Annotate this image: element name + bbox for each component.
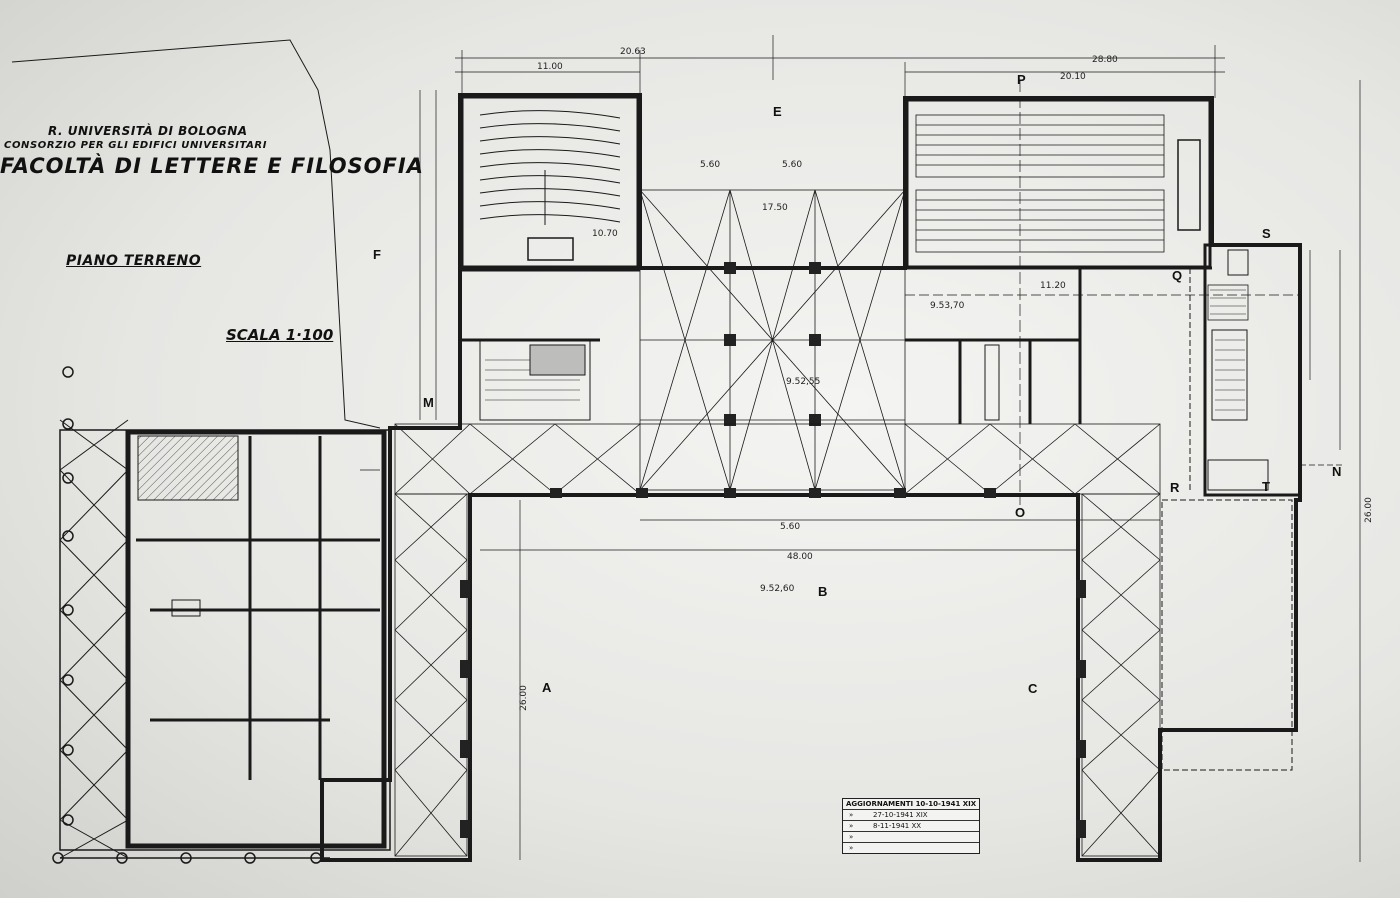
revision-row: »8-11-1941 XX (843, 820, 979, 831)
zone-label-p: P (1017, 72, 1026, 87)
dim-top-right-inner: 20.10 (1060, 72, 1086, 82)
zone-label-b: B (818, 584, 828, 599)
dim-hall: 17.50 (762, 203, 788, 213)
dim-bay-3: 5.60 (780, 522, 801, 532)
revision-row: » (843, 831, 979, 842)
university-title: R. UNIVERSITÀ DI BOLOGNA (48, 124, 248, 138)
revision-row: » (843, 842, 979, 853)
dim-aula-left: 10.70 (592, 229, 618, 239)
front-corridor (394, 423, 1161, 498)
revisions-table: AGGIORNAMENTI 10-10-1941 XIX »27-10-1941… (842, 798, 980, 854)
floor-title: PIANO TERRENO (66, 253, 202, 269)
zone-label-m: M (423, 395, 434, 410)
right-aula (905, 98, 1212, 269)
zone-label-a: A (542, 680, 552, 695)
neighbour-boundary (11, 39, 381, 429)
zone-label-q: Q (1172, 268, 1183, 283)
left-wing (394, 493, 470, 857)
revision-row: »27-10-1941 XIX (843, 809, 979, 820)
zone-label-c: C (1028, 681, 1038, 696)
rooms-left (462, 268, 640, 421)
zone-label-n: N (1332, 464, 1342, 479)
dim-side-right: 26.00 (1363, 497, 1374, 523)
level-mark-1: 9.52,60 (760, 584, 795, 594)
revisions-heading: AGGIORNAMENTI 10-10-1941 XIX (846, 800, 977, 808)
zone-label-f: F (373, 247, 381, 262)
rooms-right (905, 266, 1300, 490)
dim-side-a: 26.00 (518, 685, 529, 711)
dim-top-right: 28.80 (1092, 55, 1118, 65)
consortium-title: CONSORZIO PER GLI EDIFICI UNIVERSITARI (4, 140, 268, 151)
level-mark-3: 9.52,55 (786, 377, 821, 387)
zone-label-s: S (1262, 226, 1271, 241)
central-hall (639, 189, 906, 491)
zone-label-r: R (1170, 480, 1180, 495)
dim-top-left: 11.00 (537, 62, 563, 72)
right-wing (1076, 493, 1293, 857)
existing-building (52, 366, 391, 864)
dim-top-total: 20.63 (620, 47, 646, 57)
zone-label-o: O (1015, 505, 1026, 520)
left-aula (460, 95, 640, 269)
faculty-title: FACOLTÀ DI LETTERE E FILOSOFIA (0, 154, 424, 178)
stair-tower (1203, 243, 1302, 497)
level-mark-2: 9.53,70 (930, 301, 965, 311)
dim-court-width: 48.00 (787, 552, 813, 562)
scale-label: SCALA 1·100 (226, 326, 334, 344)
zone-label-e: E (773, 104, 782, 119)
dim-aula-right: 11.20 (1040, 281, 1066, 291)
dimension-lines (360, 35, 1361, 862)
dim-bay-1: 5.60 (700, 160, 721, 170)
zone-label-t: T (1262, 479, 1270, 494)
dim-bay-2: 5.60 (782, 160, 803, 170)
